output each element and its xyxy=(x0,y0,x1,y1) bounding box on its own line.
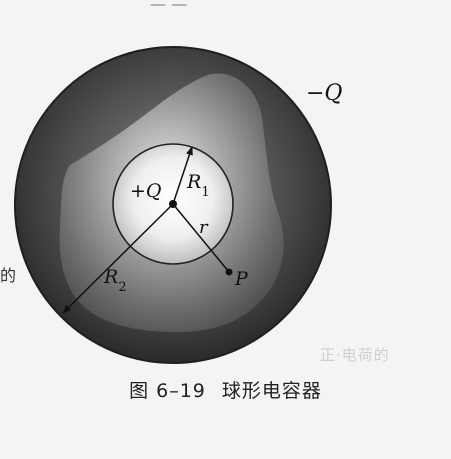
figure-number: 图 6–19 xyxy=(129,380,206,402)
cropped-text-fragment-top: — — xyxy=(150,0,188,13)
r-label: r xyxy=(199,217,209,238)
r2-label: R2 xyxy=(103,266,127,295)
outer-charge-label: −Q xyxy=(306,81,342,106)
point-p-marker xyxy=(225,268,233,276)
bleed-through-text: 正·电荷的 xyxy=(320,346,390,364)
radius-r2-arrow xyxy=(62,203,174,314)
point-p-label: P xyxy=(234,268,249,290)
cropped-text-fragment-left: 的 xyxy=(0,266,17,285)
inner-charge-label: +Q xyxy=(130,180,162,202)
radius-r-line xyxy=(172,203,230,273)
figure-title: 球形电容器 xyxy=(221,380,322,402)
r1-label: R1 xyxy=(186,171,210,200)
figure-caption: 图 6–19 球形电容器 xyxy=(0,376,451,403)
center-point xyxy=(169,200,177,208)
radius-r1-arrow xyxy=(172,146,193,205)
